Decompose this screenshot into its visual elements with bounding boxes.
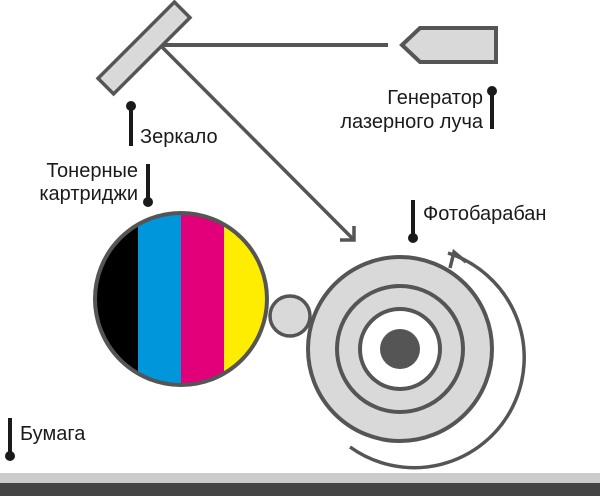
toner-magenta (181, 213, 224, 385)
pin-dot (5, 451, 15, 461)
paper-base (0, 483, 600, 496)
photo-drum-core (380, 329, 420, 369)
pin-stem (129, 106, 133, 146)
paper-sheet (0, 473, 600, 483)
toner-yellow (224, 213, 267, 385)
rotation-arrow (348, 251, 526, 470)
label-paper: Бумага (5, 418, 86, 461)
developer-roller (268, 294, 312, 338)
toner-cyan (138, 213, 181, 385)
label-mirror: Зеркало (126, 101, 218, 148)
pin-dot (143, 197, 153, 207)
laser-label-line2: лазерного луча (340, 111, 484, 133)
paper-label: Бумага (20, 423, 86, 445)
laser-generator (399, 26, 498, 64)
toner-label-line2: картриджи (39, 183, 138, 205)
pin-stem (490, 91, 494, 129)
pin-stem (146, 164, 150, 202)
label-laser-generator: Генератор лазерного луча (340, 86, 497, 133)
toner-black (95, 213, 138, 385)
pin-stem (8, 418, 12, 456)
laser-beam-reflected (158, 43, 356, 242)
pin-stem (411, 200, 415, 238)
mirror (95, 0, 193, 97)
toner-label-line1: Тонерные (46, 160, 138, 182)
mirror-label: Зеркало (140, 126, 218, 148)
toner-cartridges-outline (93, 211, 269, 387)
laser-beam-arrowhead (340, 226, 356, 242)
drum-label: Фотобарабан (423, 203, 546, 225)
label-toner: Тонерные картриджи (39, 160, 153, 207)
label-drum: Фотобарабан (408, 200, 546, 243)
pin-dot (408, 233, 418, 243)
photo-drum-ring (335, 284, 465, 414)
laser-label-line1: Генератор (387, 87, 483, 109)
rotation-arrowhead (448, 248, 468, 269)
